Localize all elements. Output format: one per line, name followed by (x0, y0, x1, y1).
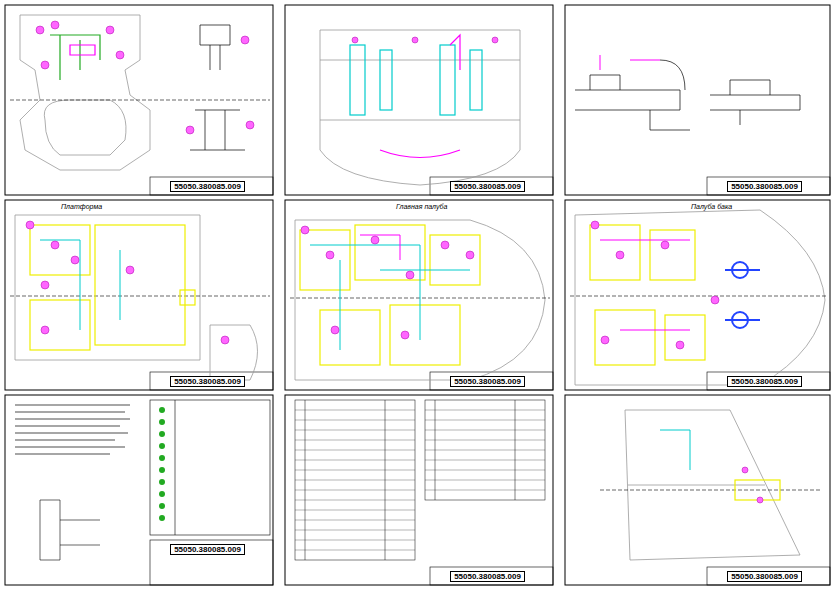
drawing-number: 55050.380085.009 (731, 182, 798, 191)
title-block: 55050.380085.009 (727, 571, 802, 582)
title-block: 55050.380085.009 (450, 376, 525, 387)
title-block: 55050.380085.009 (450, 181, 525, 192)
title-block: 55050.380085.009 (450, 571, 525, 582)
drawing-number: 55050.380085.009 (454, 377, 521, 386)
drawing-number: 55050.380085.009 (454, 182, 521, 191)
sheet-heading: Главная палуба (395, 203, 448, 210)
title-block: 55050.380085.009 (727, 376, 802, 387)
title-block: 55050.380085.009 (170, 181, 245, 192)
drawing-number: 55050.380085.009 (454, 572, 521, 581)
drawing-number: 55050.380085.009 (174, 377, 241, 386)
drawing-number: 55050.380085.009 (174, 182, 241, 191)
title-block: 55050.380085.009 (170, 376, 245, 387)
sheet-heading: Платформа (60, 203, 103, 210)
title-block: 55050.380085.009 (170, 544, 245, 555)
drawing-number: 55050.380085.009 (731, 572, 798, 581)
sheet-heading: Палуба бака (690, 203, 733, 210)
drawing-number: 55050.380085.009 (731, 377, 798, 386)
title-block: 55050.380085.009 (727, 181, 802, 192)
drawing-number: 55050.380085.009 (174, 545, 241, 554)
